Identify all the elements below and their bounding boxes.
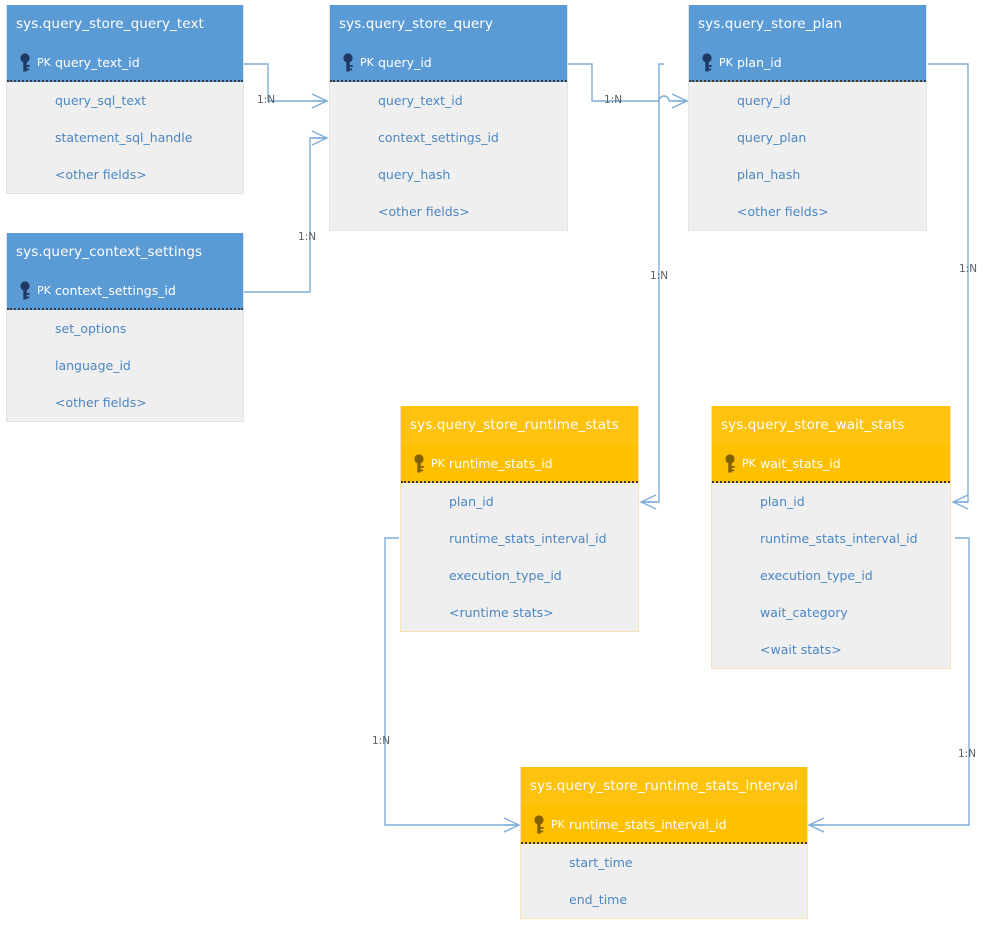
entity-field: plan_hash [737,167,801,182]
key-icon [534,815,544,834]
entity-primary-key-row[interactable]: PK runtime_stats_interval_id [521,806,807,844]
relationship-query-to-plan [568,63,689,109]
pk-badge: PK [37,56,51,69]
entity-query-store-plan[interactable]: sys.query_store_plan PK plan_id query_id… [688,5,927,231]
entity-field-list: plan_id runtime_stats_interval_id execut… [712,483,950,668]
entity-query-store-runtime-stats[interactable]: sys.query_store_runtime_stats PK runtime… [400,406,639,632]
entity-field: <other fields> [55,167,147,182]
cardinality-label: 1:N [257,94,276,106]
pk-badge: PK [551,818,565,831]
entity-primary-key-row[interactable]: PK plan_id [689,44,926,82]
relationship-context-settings-to-query [244,130,329,293]
pk-field-name: query_id [378,55,432,70]
entity-field: <other fields> [378,204,470,219]
entity-query-store-runtime-stats-interval[interactable]: sys.query_store_runtime_stats_interval P… [520,767,808,919]
pk-field-name: context_settings_id [55,283,176,298]
pk-field-name: query_text_id [55,55,140,70]
entity-field: plan_id [449,494,494,509]
entity-query-store-wait-stats[interactable]: sys.query_store_wait_stats PK wait_stats… [711,406,951,669]
entity-field: query_hash [378,167,451,182]
key-icon [20,53,30,72]
cardinality-label: 1:N [604,94,623,106]
key-icon [343,53,353,72]
pk-field-name: plan_id [737,55,782,70]
pk-field-name: runtime_stats_id [449,456,553,471]
entity-query-store-query[interactable]: sys.query_store_query PK query_id query_… [329,5,568,231]
cardinality-label: 1:N [372,735,391,747]
cardinality-label: 1:N [298,231,317,243]
pk-field-name: runtime_stats_interval_id [569,817,727,832]
cardinality-label: 1:N [959,263,978,275]
entity-field-list: query_text_id context_settings_id query_… [330,82,567,230]
entity-field: language_id [55,358,131,373]
entity-query-store-query-text[interactable]: sys.query_store_query_text PK query_text… [6,5,244,194]
entity-field-list: plan_id runtime_stats_interval_id execut… [401,483,638,631]
entity-primary-key-row[interactable]: PK query_id [330,44,567,82]
entity-title: sys.query_store_query [330,5,567,44]
entity-field: runtime_stats_interval_id [449,531,607,546]
entity-field: query_plan [737,130,807,145]
entity-primary-key-row[interactable]: PK runtime_stats_id [401,445,638,483]
relationship-plan-to-runtime-stats [639,63,664,510]
cardinality-label: 1:N [958,748,977,760]
entity-field: start_time [569,855,633,870]
entity-field-list: query_sql_text statement_sql_handle <oth… [7,82,243,193]
entity-field: set_options [55,321,127,336]
entity-field: runtime_stats_interval_id [760,531,918,546]
entity-field: <runtime stats> [449,605,554,620]
entity-primary-key-row[interactable]: PK wait_stats_id [712,445,950,483]
pk-badge: PK [742,457,756,470]
entity-field: query_text_id [378,93,463,108]
entity-field: end_time [569,892,628,907]
entity-field: plan_id [760,494,805,509]
entity-field: context_settings_id [378,130,499,145]
entity-title: sys.query_store_plan [689,5,926,44]
entity-field: <other fields> [737,204,829,219]
entity-field: <other fields> [55,395,147,410]
entity-field: query_sql_text [55,93,147,108]
pk-badge: PK [37,284,51,297]
entity-field-list: set_options language_id <other fields> [7,310,243,421]
entity-field-list: query_id query_plan plan_hash <other fie… [689,82,926,230]
cardinality-label: 1:N [650,270,669,282]
entity-field: statement_sql_handle [55,130,193,145]
pk-badge: PK [360,56,374,69]
pk-badge: PK [431,457,445,470]
entity-field: execution_type_id [760,568,873,583]
entity-query-context-settings[interactable]: sys.query_context_settings PK context_se… [6,233,244,422]
key-icon [725,454,735,473]
key-icon [702,53,712,72]
entity-title: sys.query_store_wait_stats [712,406,950,445]
entity-field: query_id [737,93,791,108]
key-icon [20,281,30,300]
entity-title: sys.query_store_runtime_stats_interval [521,767,807,806]
entity-field: <wait stats> [760,642,842,657]
entity-title: sys.query_store_query_text [7,5,243,44]
entity-primary-key-row[interactable]: PK query_text_id [7,44,243,82]
entity-title: sys.query_store_runtime_stats [401,406,638,445]
entity-field: wait_category [760,605,848,620]
entity-primary-key-row[interactable]: PK context_settings_id [7,272,243,310]
pk-badge: PK [719,56,733,69]
pk-field-name: wait_stats_id [760,456,841,471]
entity-field: execution_type_id [449,568,562,583]
key-icon [414,454,424,473]
entity-title: sys.query_context_settings [7,233,243,272]
entity-field-list: start_time end_time [521,844,807,918]
